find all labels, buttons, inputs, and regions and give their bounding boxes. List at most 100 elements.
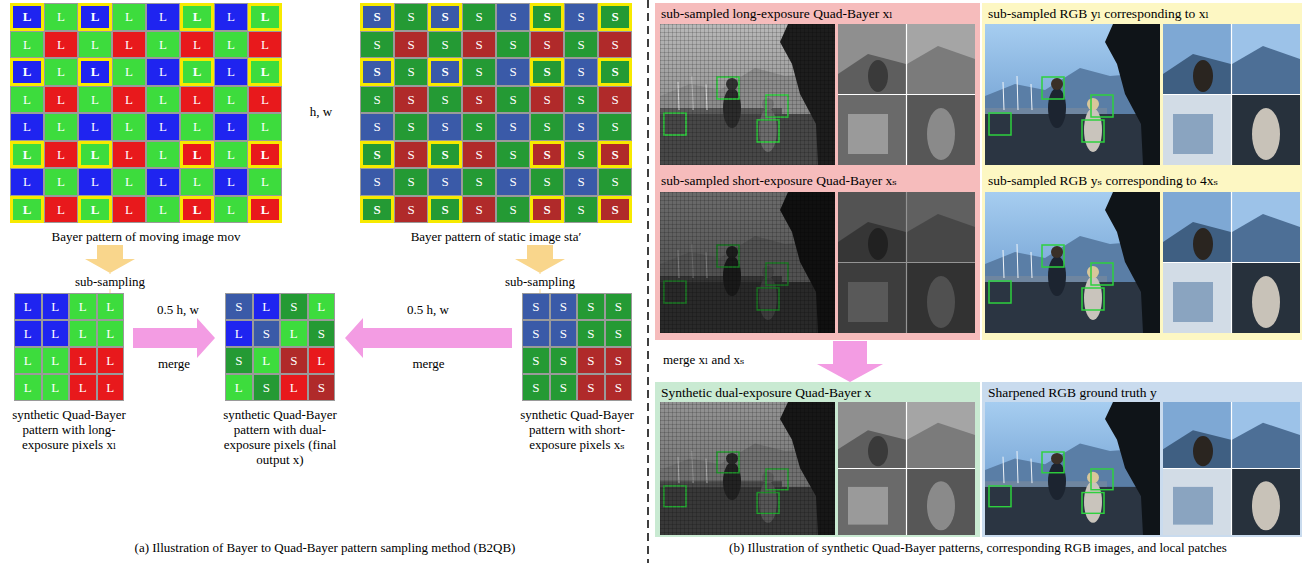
pixel-letter: S bbox=[587, 381, 594, 394]
pixel-cell: L bbox=[44, 58, 78, 86]
pixel-letter: L bbox=[91, 203, 100, 216]
grid-caption: Bayer pattern of static image sta′ bbox=[360, 229, 632, 244]
pixel-cell: S bbox=[462, 58, 496, 86]
pixel-cell: S bbox=[360, 86, 394, 114]
pixel-cell: S bbox=[428, 168, 462, 196]
pixel-letter: S bbox=[577, 148, 584, 161]
pixel-cell: L bbox=[42, 293, 70, 320]
pixel-letter: S bbox=[509, 93, 516, 106]
pixel-letter: L bbox=[57, 203, 65, 216]
image-patches bbox=[838, 24, 975, 165]
pixel-letter: S bbox=[475, 120, 482, 133]
pixel-cell: S bbox=[530, 86, 564, 114]
pixel-cell: L bbox=[69, 374, 97, 401]
pixel-cell: S bbox=[605, 347, 633, 374]
pixel-cell: S bbox=[394, 86, 428, 114]
pixel-letter: S bbox=[615, 381, 622, 394]
pixel-cell: L bbox=[69, 293, 97, 320]
pixel-cell: L bbox=[214, 86, 248, 114]
pixel-cell: L bbox=[146, 141, 180, 169]
pixel-cell: S bbox=[605, 374, 633, 401]
pixel-letter: S bbox=[577, 65, 584, 78]
pixel-letter: L bbox=[227, 65, 235, 78]
pixel-cell: L bbox=[180, 196, 214, 224]
pixel-letter: L bbox=[125, 10, 133, 23]
pixel-cell: L bbox=[97, 320, 125, 347]
pixel-letter: L bbox=[193, 203, 202, 216]
pixel-cell: S bbox=[605, 293, 633, 320]
pixel-letter: L bbox=[79, 300, 87, 313]
pixel-cell: L bbox=[180, 58, 214, 86]
pixel-cell: S bbox=[577, 320, 605, 347]
annotation-label: 0.5 h, w bbox=[407, 302, 449, 317]
pixel-cell: L bbox=[180, 86, 214, 114]
pixel-cell: L bbox=[112, 141, 146, 169]
pixel-letter: S bbox=[532, 300, 539, 313]
pixel-letter: L bbox=[106, 354, 114, 367]
pixel-cell: L bbox=[248, 141, 282, 169]
pixel-cell: S bbox=[280, 293, 308, 320]
pixel-letter: L bbox=[91, 93, 99, 106]
pixel-cell: S bbox=[462, 113, 496, 141]
pixel-cell: L bbox=[253, 293, 281, 320]
pixel-cell: L bbox=[308, 293, 336, 320]
pixel-letter: L bbox=[79, 354, 87, 367]
pixel-cell: S bbox=[360, 31, 394, 59]
pixel-letter: L bbox=[91, 38, 99, 51]
panel-ground bbox=[655, 3, 980, 340]
pixel-letter: S bbox=[441, 10, 448, 23]
pixel-cell: L bbox=[97, 374, 125, 401]
pixel-letter: S bbox=[560, 381, 567, 394]
pixel-cell: S bbox=[360, 3, 394, 31]
pixel-cell: L bbox=[97, 293, 125, 320]
pixel-letter: L bbox=[125, 148, 133, 161]
pixel-letter: S bbox=[475, 38, 482, 51]
pixel-letter: L bbox=[125, 65, 133, 78]
pixel-letter: L bbox=[262, 354, 270, 367]
pixel-cell: L bbox=[214, 113, 248, 141]
pixel-cell: L bbox=[44, 31, 78, 59]
pixel-cell: S bbox=[496, 196, 530, 224]
pixel-letter: S bbox=[373, 38, 380, 51]
pixel-cell: L bbox=[78, 196, 112, 224]
pixel-cell: S bbox=[462, 31, 496, 59]
pixel-letter: S bbox=[532, 381, 539, 394]
pixel-letter: L bbox=[193, 120, 201, 133]
pixel-cell: S bbox=[360, 58, 394, 86]
pixel-cell: S bbox=[225, 293, 253, 320]
image-patches bbox=[1163, 402, 1300, 535]
pixel-letter: S bbox=[587, 354, 594, 367]
pixel-letter: S bbox=[560, 327, 567, 340]
pixel-letter: S bbox=[475, 10, 482, 23]
pixel-cell: L bbox=[214, 3, 248, 31]
pixel-cell: S bbox=[598, 113, 632, 141]
quad-bayer-image bbox=[660, 24, 835, 165]
pixel-cell: L bbox=[248, 86, 282, 114]
pixel-letter: S bbox=[290, 354, 297, 367]
pixel-cell: L bbox=[78, 31, 112, 59]
pixel-letter: L bbox=[227, 148, 235, 161]
pixel-letter: S bbox=[441, 148, 448, 161]
pixel-cell: S bbox=[564, 3, 598, 31]
pixel-letter: L bbox=[227, 203, 235, 216]
bayer-pattern-grid: synthetic Quad-Bayer pattern with short-… bbox=[512, 293, 642, 452]
pixel-letter: S bbox=[532, 354, 539, 367]
pixel-cell: L bbox=[44, 196, 78, 224]
panel-heading: sub-sampled RGB yₛ corresponding to 4xₛ bbox=[982, 170, 1302, 189]
edge-label: merge xₗ and xₛ bbox=[662, 352, 745, 367]
grid-caption: synthetic Quad-Bayer pattern with dual-e… bbox=[215, 407, 345, 467]
pixel-cell: S bbox=[253, 320, 281, 347]
pixel-cell: S bbox=[577, 374, 605, 401]
pixel-cell: L bbox=[146, 31, 180, 59]
pixel-letter: L bbox=[235, 327, 243, 340]
pixel-cell: S bbox=[598, 141, 632, 169]
pixel-cell: S bbox=[394, 3, 428, 31]
pixel-cell: L bbox=[69, 320, 97, 347]
edge-label: merge bbox=[411, 356, 445, 371]
panel-heading: Sharpened RGB ground truth y bbox=[982, 382, 1302, 401]
pixel-letter: S bbox=[560, 300, 567, 313]
pixel-letter: L bbox=[261, 65, 270, 78]
pixel-cell: S bbox=[428, 58, 462, 86]
pixel-letter: L bbox=[57, 93, 65, 106]
pixel-cell: S bbox=[522, 347, 550, 374]
